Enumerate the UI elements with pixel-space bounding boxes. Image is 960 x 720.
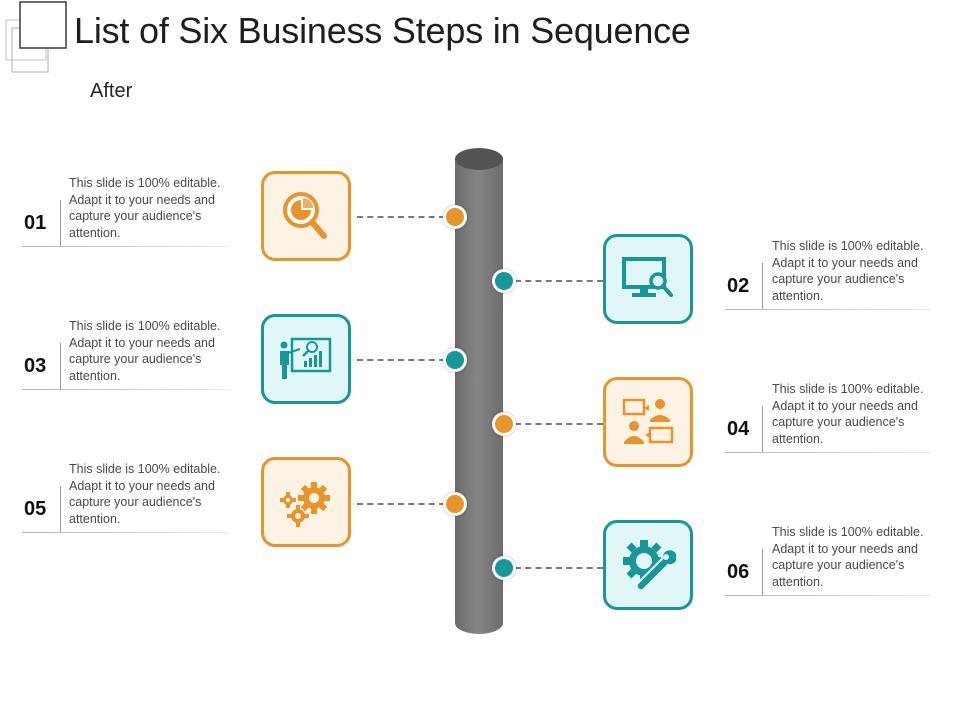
step-divider: [762, 549, 763, 595]
page-title: List of Six Business Steps in Sequence: [74, 10, 691, 51]
step-number: 01: [24, 212, 47, 234]
corner-squares-decoration: [5, 1, 67, 73]
people-chat-icon: [622, 398, 674, 444]
connector-02: [515, 280, 603, 282]
step-02-icon-box: [603, 234, 693, 324]
step-underline: [22, 246, 228, 247]
step-number: 03: [24, 355, 47, 377]
timeline-pillar: [455, 150, 503, 634]
step-description: This slide is 100% editable. Adapt it to…: [772, 382, 924, 446]
step-number: 06: [727, 561, 750, 583]
step-number: 04: [727, 418, 750, 440]
connector-04: [515, 423, 603, 425]
step-description: This slide is 100% editable. Adapt it to…: [69, 176, 221, 240]
gear-wrench-icon: [623, 540, 676, 592]
step-description: This slide is 100% editable. Adapt it to…: [69, 319, 221, 383]
timeline-dot-03: [443, 348, 467, 372]
timeline-pillar-top: [455, 148, 503, 170]
timeline-dot-04: [492, 412, 516, 436]
step-01-icon-box: [261, 171, 351, 261]
magnifier-pie-chart-icon: [283, 192, 327, 239]
step-description: This slide is 100% editable. Adapt it to…: [69, 462, 221, 526]
connector-01: [357, 216, 445, 218]
step-divider: [60, 486, 61, 532]
step-underline: [22, 389, 228, 390]
connector-03: [357, 359, 445, 361]
timeline-dot-05: [443, 492, 467, 516]
step-description: This slide is 100% editable. Adapt it to…: [772, 525, 924, 589]
step-underline: [22, 532, 228, 533]
step-divider: [762, 406, 763, 452]
presentation-chart-icon: [280, 337, 332, 379]
step-divider: [762, 263, 763, 309]
step-underline: [725, 452, 931, 453]
step-underline: [725, 309, 931, 310]
step-description: This slide is 100% editable. Adapt it to…: [772, 239, 924, 303]
step-04-icon-box: [603, 377, 693, 467]
monitor-search-icon: [622, 257, 673, 297]
step-divider: [60, 200, 61, 246]
connector-06: [515, 567, 603, 569]
step-number: 02: [727, 275, 750, 297]
timeline-dot-01: [443, 205, 467, 229]
step-underline: [725, 595, 931, 596]
timeline-dot-02: [492, 269, 516, 293]
connector-05: [357, 503, 445, 505]
step-03-icon-box: [261, 314, 351, 404]
page-subtitle: After: [90, 80, 133, 102]
step-divider: [60, 343, 61, 389]
step-05-icon-box: [261, 457, 351, 547]
step-number: 05: [24, 498, 47, 520]
step-06-icon-box: [603, 520, 693, 610]
timeline-dot-06: [492, 556, 516, 580]
gears-icon: [280, 482, 330, 527]
